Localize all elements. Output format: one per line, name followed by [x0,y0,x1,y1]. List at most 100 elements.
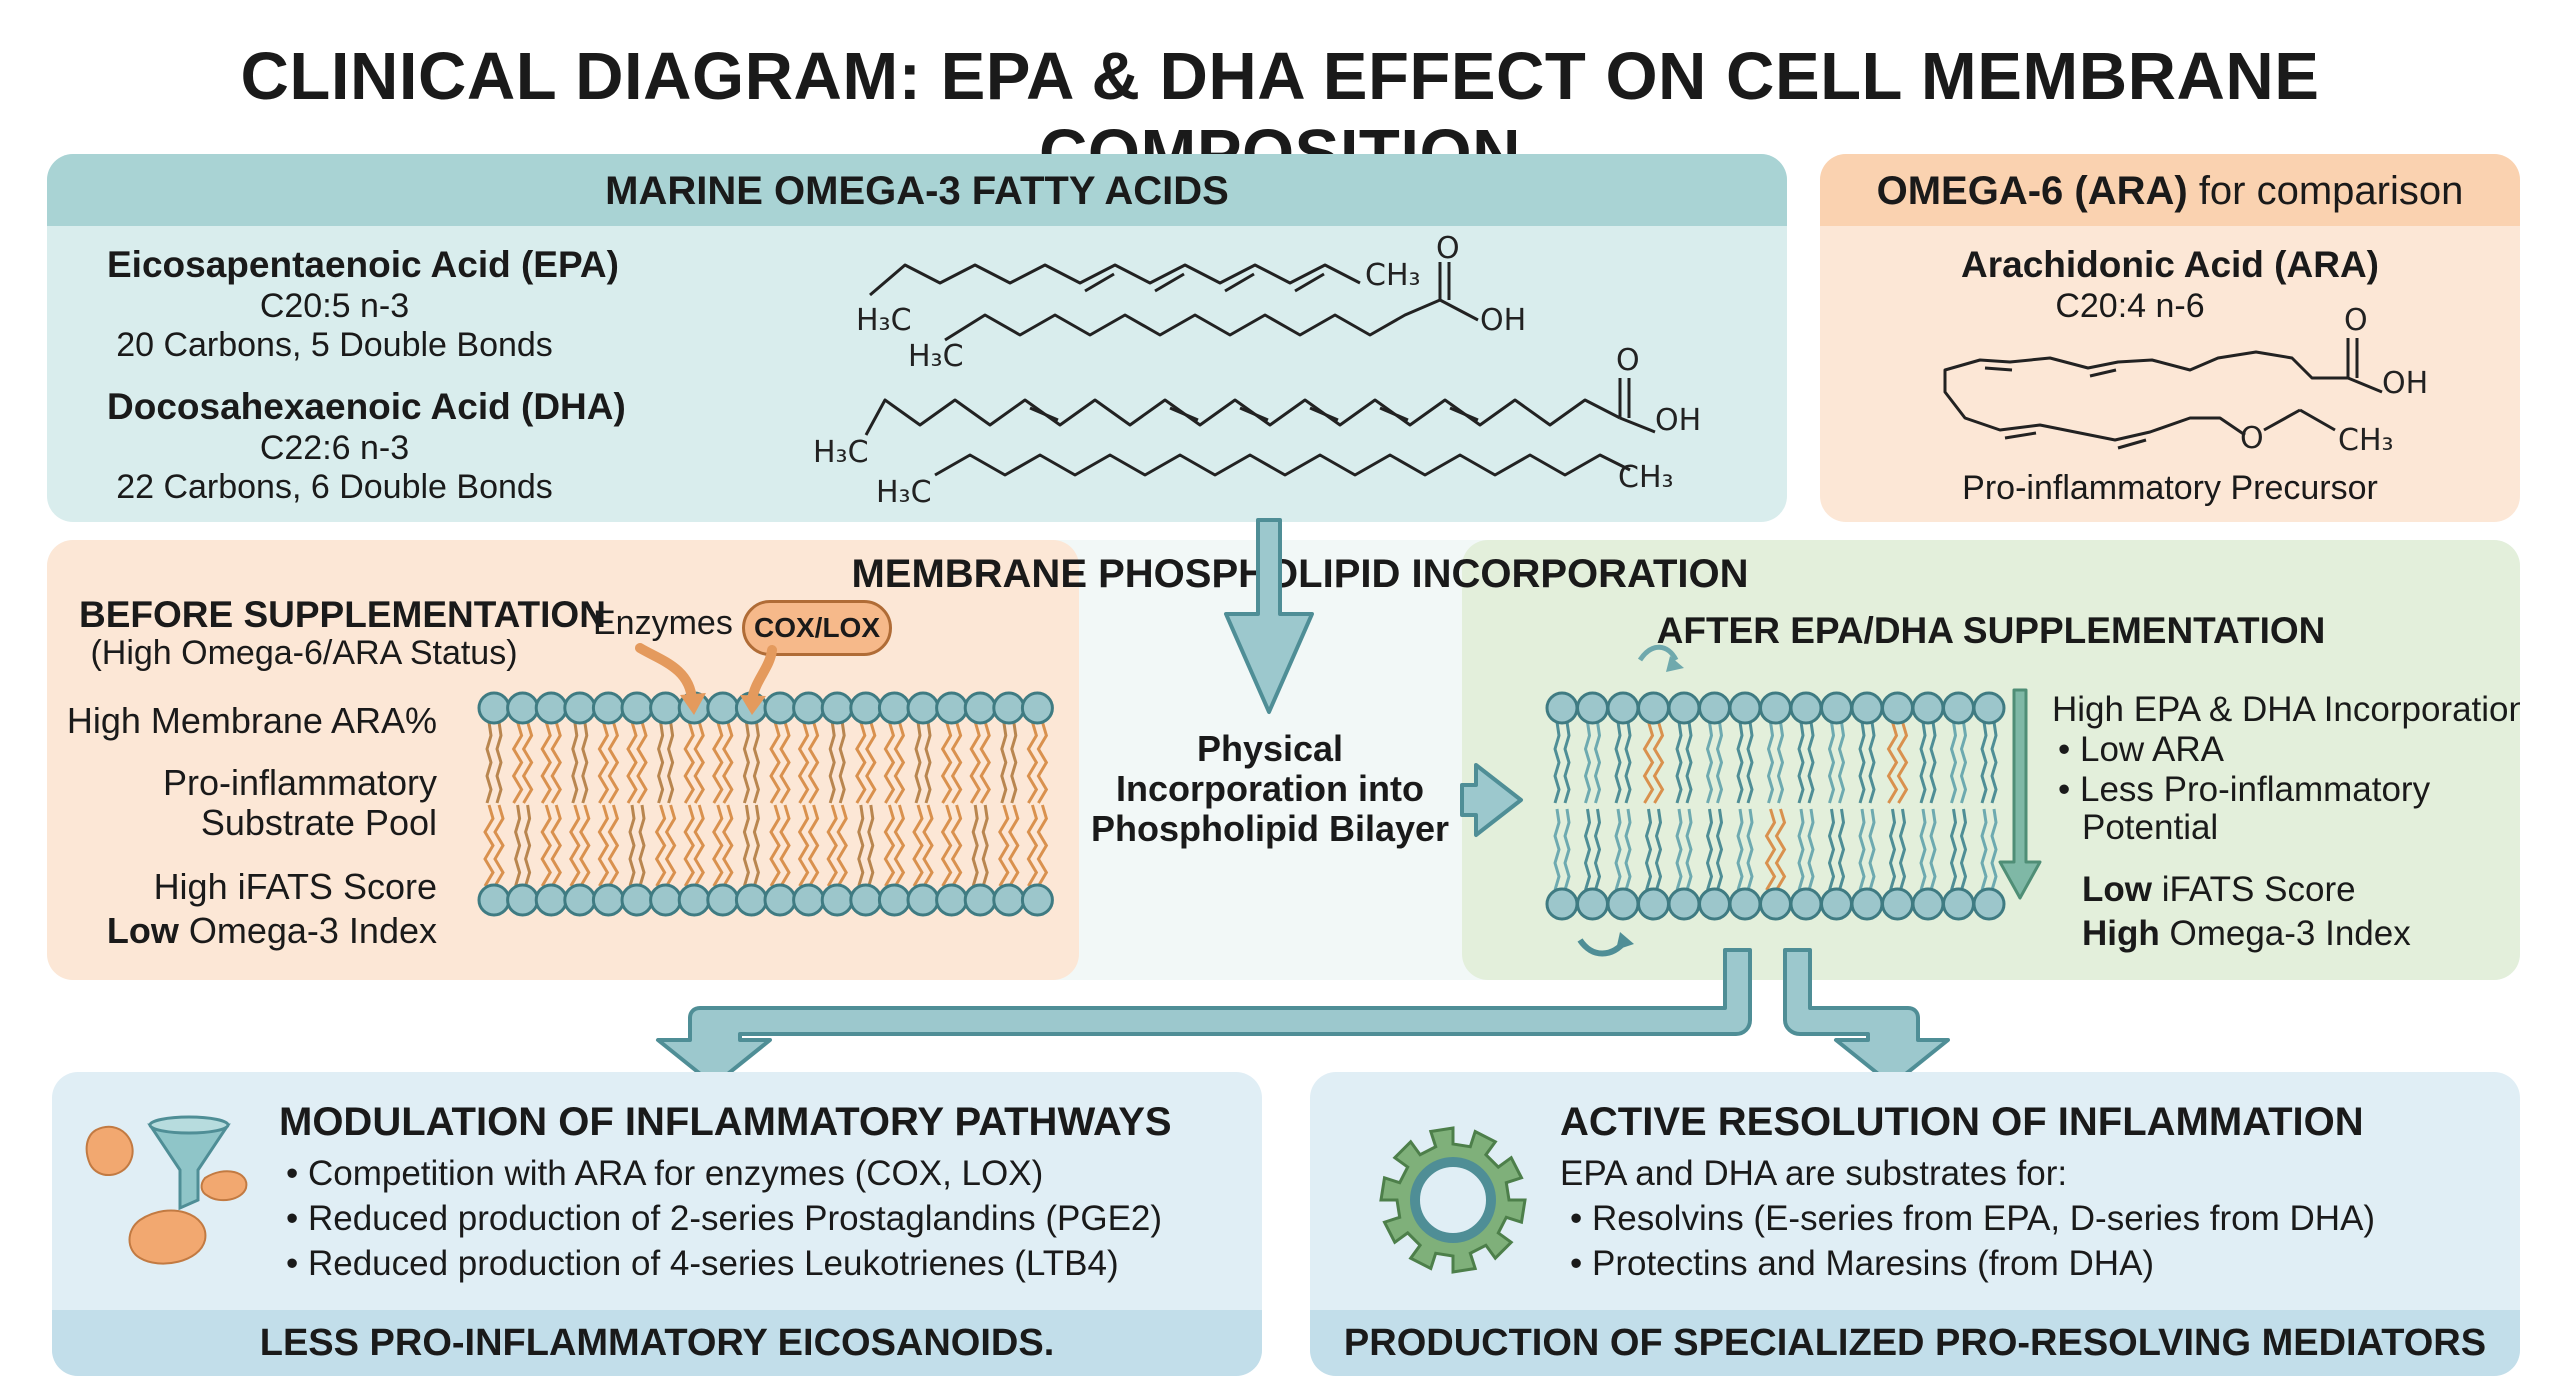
lipid-tail [1868,808,1876,891]
after-line3: Low iFATS Score [2082,870,2356,910]
ara-oh: OH [2382,366,2428,401]
lipid-tail [1980,721,1988,804]
before-title: BEFORE SUPPLEMENTATION [79,594,606,635]
lipid-tail [1010,721,1018,804]
ara-formula: C20:4 n-6 [2055,287,2205,325]
lipid-tail [742,721,750,804]
lipid-tail [769,804,781,887]
lipid-tail [797,804,810,887]
lipid-tail [1736,808,1744,891]
lipid-tail [1624,721,1632,804]
dha-h3c-1: H₃C [813,435,869,470]
lipid-tail [1715,721,1724,804]
lipid-tail [1837,808,1846,891]
lipid-tail [1807,808,1815,891]
lipid-tail [752,804,760,887]
lipid-tail [1776,721,1785,804]
lipid-tail [579,804,591,887]
lipid-tail [779,721,791,804]
lipid-tail [483,804,495,887]
lipid-tail [683,804,695,887]
phospholipid-head [1972,887,2006,921]
lipid-tail [1764,808,1777,891]
lipid-tail [1990,808,1998,891]
lipid-tail [1807,721,1815,804]
epa-h3c-2: H₃C [908,339,964,374]
lipid-tail [893,721,906,804]
after-down-arrow [1998,688,2042,900]
lipid-tail [940,804,953,887]
before-line3: High iFATS Score [153,866,437,907]
lipid-tail [1563,721,1571,804]
lipid-tail [912,804,924,887]
resolution-item-1: • Resolvins (E-series from EPA, D-series… [1570,1199,2376,1238]
lipid-tail [924,721,932,804]
lipid-tail [1949,721,1958,804]
lipid-tail [1644,808,1653,891]
lipid-tail [495,721,503,804]
lipid-tail [1685,721,1693,804]
after-line3-rest: iFATS Score [2151,870,2356,909]
lipid-tail [540,721,552,804]
lipid-tail [979,721,991,804]
lipid-tail [1766,721,1775,804]
lipid-tail [1675,808,1683,891]
lipid-tail [1654,808,1663,891]
epa-oh: OH [1480,303,1526,338]
enzymes-label: Enzymes [593,604,733,642]
lipid-tail [1593,721,1602,804]
after-title: AFTER EPA/DHA SUPPLEMENTATION [1656,610,2326,651]
lipid-tail [1827,721,1836,804]
resolution-title: ACTIVE RESOLUTION OF INFLAMMATION [1560,1100,2364,1144]
ara-caption: Pro-inflammatory Precursor [1962,469,2378,507]
lipid-tail [514,804,522,887]
lipid-tail [550,804,562,887]
resolution-footer: PRODUCTION OF SPECIALIZED PRO-RESOLVING … [1310,1310,2520,1376]
lipid-tail [1959,721,1968,804]
after-line4-rest: Omega-3 Index [2159,914,2411,953]
lipid-tail [1624,808,1632,891]
lipid-tail [1642,721,1655,804]
lipid-tail [597,804,610,887]
dha-desc: 22 Carbons, 6 Double Bonds [116,468,553,506]
lipid-tail [1886,721,1899,804]
before-line2a: Pro-inflammatory [162,762,437,803]
lipid-tail [485,721,493,804]
lipid-tail [969,721,981,804]
lipid-tail [981,804,989,887]
lipid-tail [838,721,846,804]
epa-formula: C20:5 n-3 [259,287,410,325]
omega6-header-bold: OMEGA-6 (ARA) [1876,169,2188,213]
lipid-tail [867,804,875,887]
lipid-tail [657,721,665,804]
lipid-tail [950,804,963,887]
lipid-tail [857,804,865,887]
lipid-tail [1614,721,1622,804]
lipid-tail [712,804,724,887]
lipid-tail [1929,808,1937,891]
lipid-tail [797,721,810,804]
lipid-tail [581,721,589,804]
lipid-tail [1898,808,1907,891]
before-line4: Low Omega-3 Index [47,910,437,952]
resolution-item-2: • Protectins and Maresins (from DHA) [1570,1244,2155,1283]
modulation-item-2: • Reduced production of 2-series Prostag… [286,1199,1163,1238]
lipid-tail [1563,808,1571,891]
phospholipid-head [1020,883,1054,917]
modulation-item-3: • Reduced production of 4-series Leukotr… [286,1244,1119,1283]
lipid-tail [1868,721,1876,804]
lipid-tail [693,804,705,887]
modulation-title: MODULATION OF INFLAMMATORY PATHWAYS [279,1100,1172,1144]
lipid-tail [1705,721,1714,804]
lipid-tail [1583,721,1592,804]
lipid-tail [493,804,505,887]
lipid-tail [664,804,677,887]
epa-desc: 20 Carbons, 5 Double Bonds [116,326,553,364]
phospholipid-head [1020,691,1054,725]
phospholipid-head [1972,691,2006,725]
lipid-tail [828,721,836,804]
lipid-tail [914,721,922,804]
